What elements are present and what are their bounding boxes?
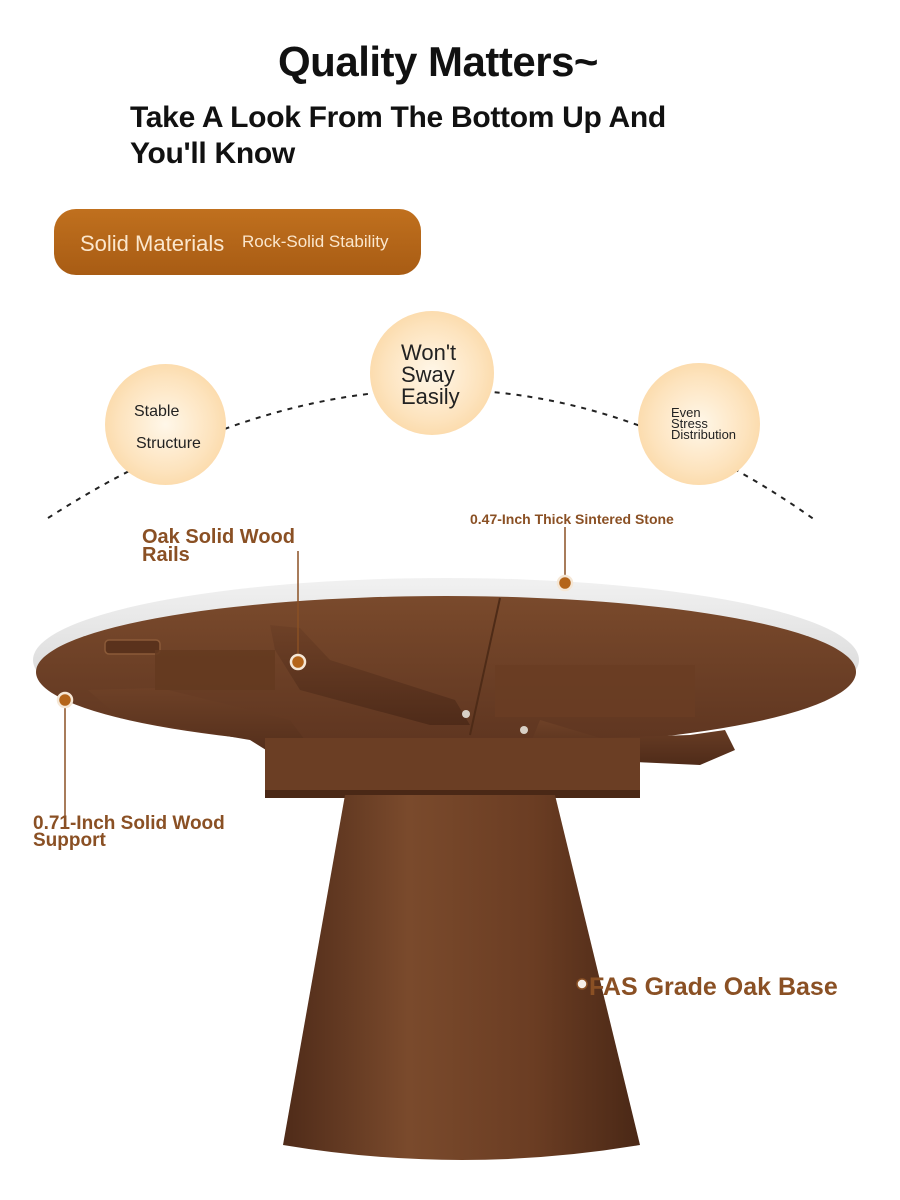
pill-label-main: Solid Materials (80, 231, 225, 256)
bubble-wont-sway (370, 311, 494, 435)
pointer-dot-base (576, 978, 588, 990)
pointer-dot-stone (556, 574, 574, 592)
tabletop-slot (104, 639, 161, 655)
rail-back (270, 625, 470, 725)
center-plate-right (495, 665, 695, 717)
center-plate-left (155, 650, 275, 690)
bubble-even-stress (638, 363, 760, 485)
annotation-support: 0.71-Inch Solid Wood Support (33, 813, 225, 851)
bubble-center-line-3: Easily (401, 384, 460, 409)
tabletop-split-line (469, 597, 501, 736)
pointer-dot-support (56, 691, 74, 709)
bubble-right-line-2: Stress (671, 416, 708, 431)
annotation-rails-line-1: Oak Solid Wood (142, 526, 295, 548)
page-title: Quality Matters~ (278, 38, 598, 85)
subtitle-line-2: You'll Know (130, 137, 295, 170)
bubble-center-line-2: Sway (401, 362, 455, 387)
annotation-rails: Oak Solid Wood Rails (142, 526, 295, 566)
annotation-support-line-2: Support (33, 830, 106, 851)
annotation-stone: 0.47-Inch Thick Sintered Stone (470, 511, 674, 527)
pedestal-mount (265, 738, 640, 790)
annotation-support-line-1: 0.71-Inch Solid Wood (33, 813, 225, 834)
pointer-dot-rails (289, 653, 307, 671)
annotation-base: FAS Grade Oak Base (589, 973, 838, 1001)
rail-left (88, 688, 320, 765)
page-subtitle: Take A Look From The Bottom Up And You'l… (130, 100, 750, 172)
screw-2 (520, 726, 528, 734)
screw-1 (462, 710, 470, 718)
bubble-right-line-3: Distribution (671, 427, 737, 442)
bubble-right-line-1: Even (671, 405, 701, 420)
feature-pill (54, 209, 421, 275)
bubble-left-line-2: Structure (136, 435, 201, 452)
pedestal-base (283, 795, 640, 1160)
pill-label-secondary: Rock-Solid Stability (242, 232, 389, 251)
bubble-left-line-1: Stable (134, 403, 180, 420)
bubble-center-text: Won't Sway Easily (401, 342, 460, 408)
annotation-rails-line-2: Rails (142, 544, 190, 566)
subtitle-line-1: Take A Look From The Bottom Up And (130, 101, 666, 134)
bubble-stable-structure (105, 364, 226, 485)
bubble-right-text: Even Stress Distribution (671, 405, 737, 442)
bubble-center-line-1: Won't (401, 340, 457, 365)
